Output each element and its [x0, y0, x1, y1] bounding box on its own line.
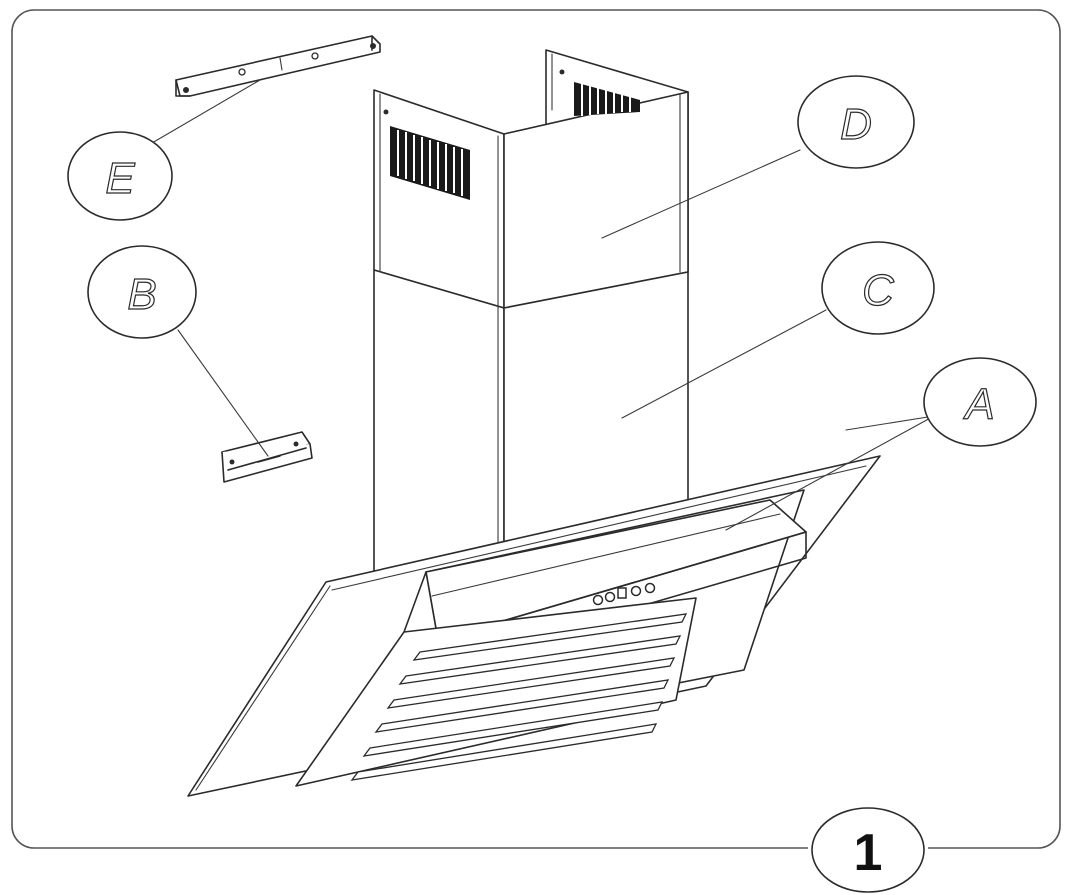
part-b-bracket: [221, 431, 313, 483]
figure-number-badge: 1: [808, 807, 928, 895]
callout-c-label: C: [862, 266, 895, 315]
leader-lines: [139, 79, 935, 531]
chimney-vent-left: [390, 126, 470, 200]
callout-a-label: A: [962, 380, 994, 429]
chimney-vent-right: [574, 82, 640, 116]
callout-b-label: B: [127, 270, 156, 319]
part-a-hood-canopy: [187, 455, 881, 797]
callout-b: B: [87, 245, 197, 339]
filter-slots: [350, 613, 688, 781]
callout-d-label: D: [840, 100, 872, 149]
figure-number: 1: [854, 824, 883, 882]
chimney-assembly: [373, 49, 689, 621]
callout-d: D: [797, 75, 915, 169]
callout-e: E: [67, 131, 173, 221]
control-buttons: [592, 582, 656, 606]
part-e-bracket: [175, 35, 381, 97]
callout-e-label: E: [105, 154, 135, 203]
callout-a: A: [923, 357, 1037, 447]
diagram-frame: [11, 9, 1061, 849]
callout-c: C: [821, 241, 935, 335]
